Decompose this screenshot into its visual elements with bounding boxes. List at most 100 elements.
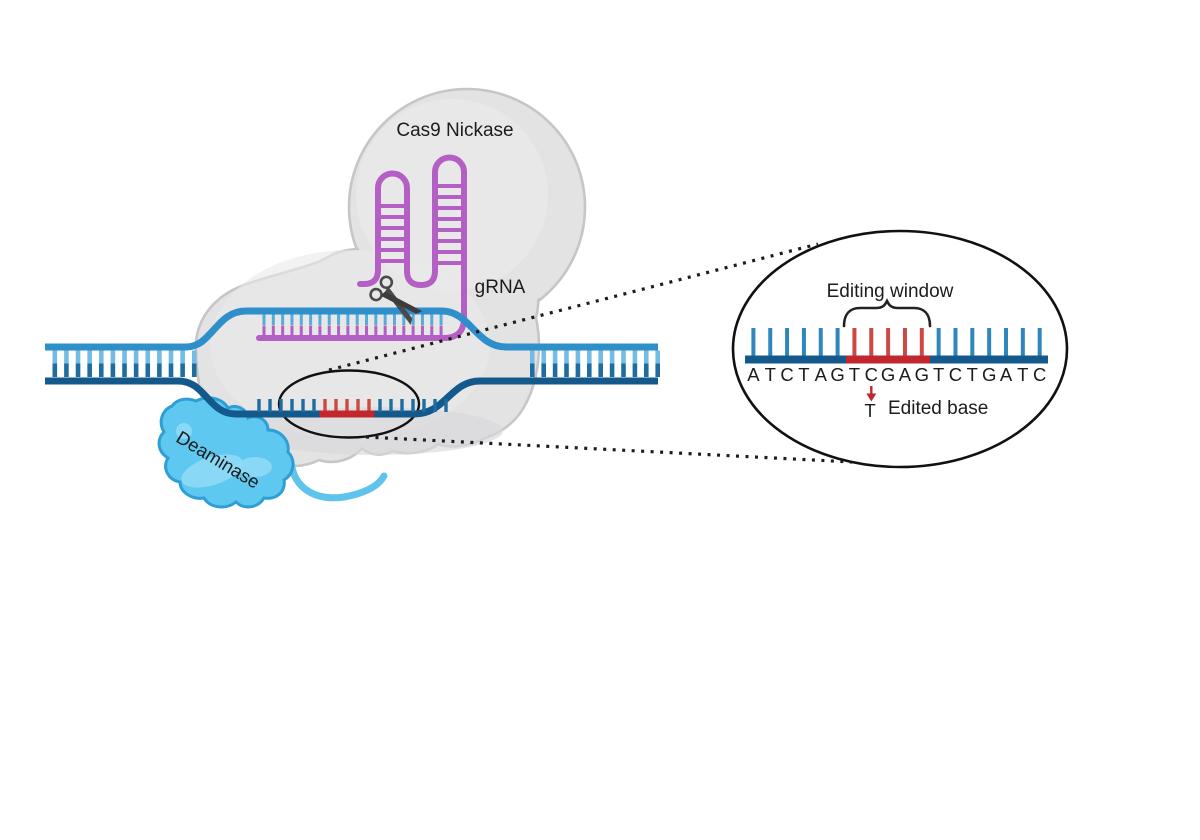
dna-rung [552,363,558,377]
cas9-body-highlight [210,250,490,440]
dna-rung [655,350,660,364]
dna-rung [110,363,116,377]
dna-rung [541,363,546,377]
sequence-letter: A [899,364,912,385]
dna-rung [98,350,104,364]
dna-ladder-rungs-left [52,350,197,377]
editing-window-label: Editing window [827,281,954,302]
dna-rung [575,363,581,377]
sequence-letter: C [1033,364,1046,385]
edited-base-arrowhead [866,393,877,402]
edited-base-letter: T [864,400,875,421]
sequence-letter: G [881,364,895,385]
dna-rung [145,363,151,377]
dna-rung [587,350,592,364]
dna-rung [145,350,151,364]
dna-rung [168,363,174,377]
dna-rung [621,363,626,377]
cas9-label: Cas9 Nickase [396,120,513,141]
deaminase-highlight [238,457,272,477]
sequence-letter: A [815,364,828,385]
grna-structure [256,154,467,341]
dna-top-strand [45,307,658,351]
target-strand-ticks [257,399,448,412]
sequence-letter: A [1000,364,1013,385]
edited-segment-bar [319,410,375,418]
sequence-letter: T [849,364,860,385]
sequence-letter: T [967,364,978,385]
dna-rung [564,363,569,377]
zoom-source-ellipse [277,369,421,439]
deaminase-highlight [181,454,243,488]
dna-rung [87,363,92,377]
nick-scissors-icon [369,275,423,325]
grna-hairpin1-rungs [380,204,405,263]
edited-base-label: Edited base [888,398,988,419]
dna-rung [110,350,116,364]
dna-rung [191,363,197,377]
grna-label: gRNA [475,277,526,298]
sequence-letter: G [830,364,844,385]
dna-rung [621,350,626,364]
dna-rung [157,363,162,377]
dna-rung [64,350,69,364]
deaminase-linker-loop [287,458,388,502]
dna-rung [530,350,535,364]
sequence-letter: T [798,364,809,385]
inset-editing-window-bar [846,355,930,364]
dna-rung [644,350,649,364]
dna-rung [64,363,69,377]
dna-rung [598,363,603,377]
sequence-letter: T [765,364,776,385]
dna-rung [609,363,615,377]
zoom-connector-line-top [328,242,819,372]
dna-rung [632,363,638,377]
dna-rung [587,363,592,377]
inset-sequence-ticks [751,328,1042,356]
dna-rung [157,350,162,364]
cas9-bottom-shade [247,407,503,455]
dna-rung [191,350,197,364]
deaminase-blob: Deaminase [157,396,295,509]
dna-rung [75,350,81,364]
sequence-letter: T [1017,364,1028,385]
dna-rung [644,363,649,377]
dna-rung [180,350,185,364]
sequence-letter: C [949,364,962,385]
dna-rung [609,350,615,364]
dna-rung [168,350,174,364]
dna-rung [598,350,603,364]
grna-spacer-ticks [262,325,443,336]
dna-rung [133,363,139,377]
nontarget-strand-ticks [262,314,443,325]
dna-rung [541,350,546,364]
dna-rung [52,350,58,364]
sequence-letter: A [747,364,760,385]
sequence-letter: G [915,364,929,385]
dna-rung [122,363,127,377]
grna-backbone [256,154,467,341]
dna-rung [530,363,535,377]
deaminase-highlight [176,423,192,439]
dna-rung [133,350,139,364]
dna-rung [632,350,638,364]
dna-rung [98,363,104,377]
sequence-letter: C [865,364,878,385]
dna-rung [575,350,581,364]
sequence-letter: C [780,364,793,385]
sequence-letter: G [982,364,996,385]
dna-rung [564,350,569,364]
grna-hairpin2-rungs [437,184,462,265]
editing-window-brace [842,298,932,328]
dna-rung [552,350,558,364]
dna-ladder-rungs-right [530,350,660,377]
dna-rung [180,363,185,377]
dna-rung [52,363,58,377]
dna-rung [655,363,660,377]
dna-rung [75,363,81,377]
sequence-letter: T [933,364,944,385]
